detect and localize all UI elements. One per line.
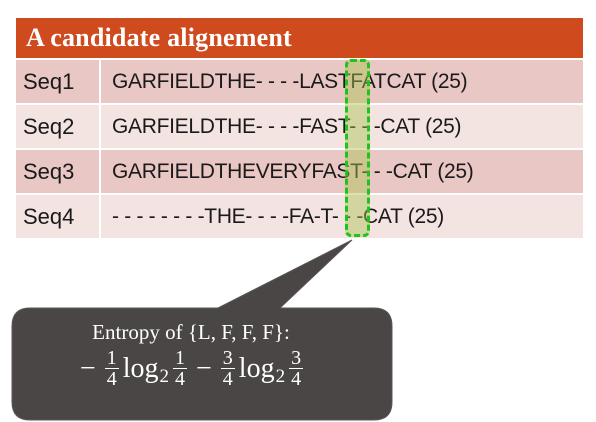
fraction: 1 4: [104, 347, 119, 390]
denominator: 4: [173, 368, 187, 390]
log-base: 2: [159, 366, 170, 387]
denominator: 4: [104, 368, 119, 390]
sequence-value: GARFIELDTHE- - - -LASTFATCAT (25): [112, 70, 468, 93]
entropy-title: Entropy of {L, F, F, F}:: [92, 320, 290, 344]
minus-sign: −: [196, 352, 212, 384]
alignment-row-seq3: Seq3 GARFIELDTHEVERYFAST- - -CAT (25): [16, 150, 583, 193]
numerator: 1: [106, 347, 117, 369]
fraction: 3 4: [289, 347, 304, 390]
callout-shape: [11, 239, 393, 421]
log-base: 2: [275, 366, 286, 387]
fraction: 3 4: [220, 347, 235, 390]
denominator: 4: [289, 368, 304, 390]
alignment-row-seq4: Seq4 - - - - - - - -THE- - - -FA-T- - -C…: [16, 195, 583, 238]
fraction: 1 4: [173, 348, 187, 389]
sequence-value: GARFIELDTHE- - - -FAST- - -CAT (25): [112, 115, 462, 138]
sequence-value: - - - - - - - -THE- - - -FA-T- - -CAT (2…: [112, 205, 444, 228]
alignment-row-seq2: Seq2 GARFIELDTHE- - - -FAST- - -CAT (25): [16, 105, 583, 148]
numerator: 1: [175, 347, 185, 369]
numerator: 3: [291, 347, 302, 369]
sequence-name: Seq1: [16, 60, 101, 103]
log-operator: log: [122, 352, 159, 384]
log-operator: log: [238, 352, 275, 384]
sequence-name: Seq2: [16, 105, 101, 148]
sequence-name: Seq3: [16, 150, 101, 193]
sequence-value: GARFIELDTHEVERYFAST- - -CAT (25): [112, 160, 474, 183]
sequence-name: Seq4: [16, 195, 101, 238]
highlighted-column: [345, 59, 370, 237]
table-title: A candidate alignement: [16, 18, 583, 58]
numerator: 3: [222, 347, 233, 369]
alignment-row-seq1: Seq1 GARFIELDTHE- - - -LASTFATCAT (25): [16, 60, 583, 103]
minus-sign: −: [79, 352, 96, 384]
denominator: 4: [220, 368, 235, 390]
